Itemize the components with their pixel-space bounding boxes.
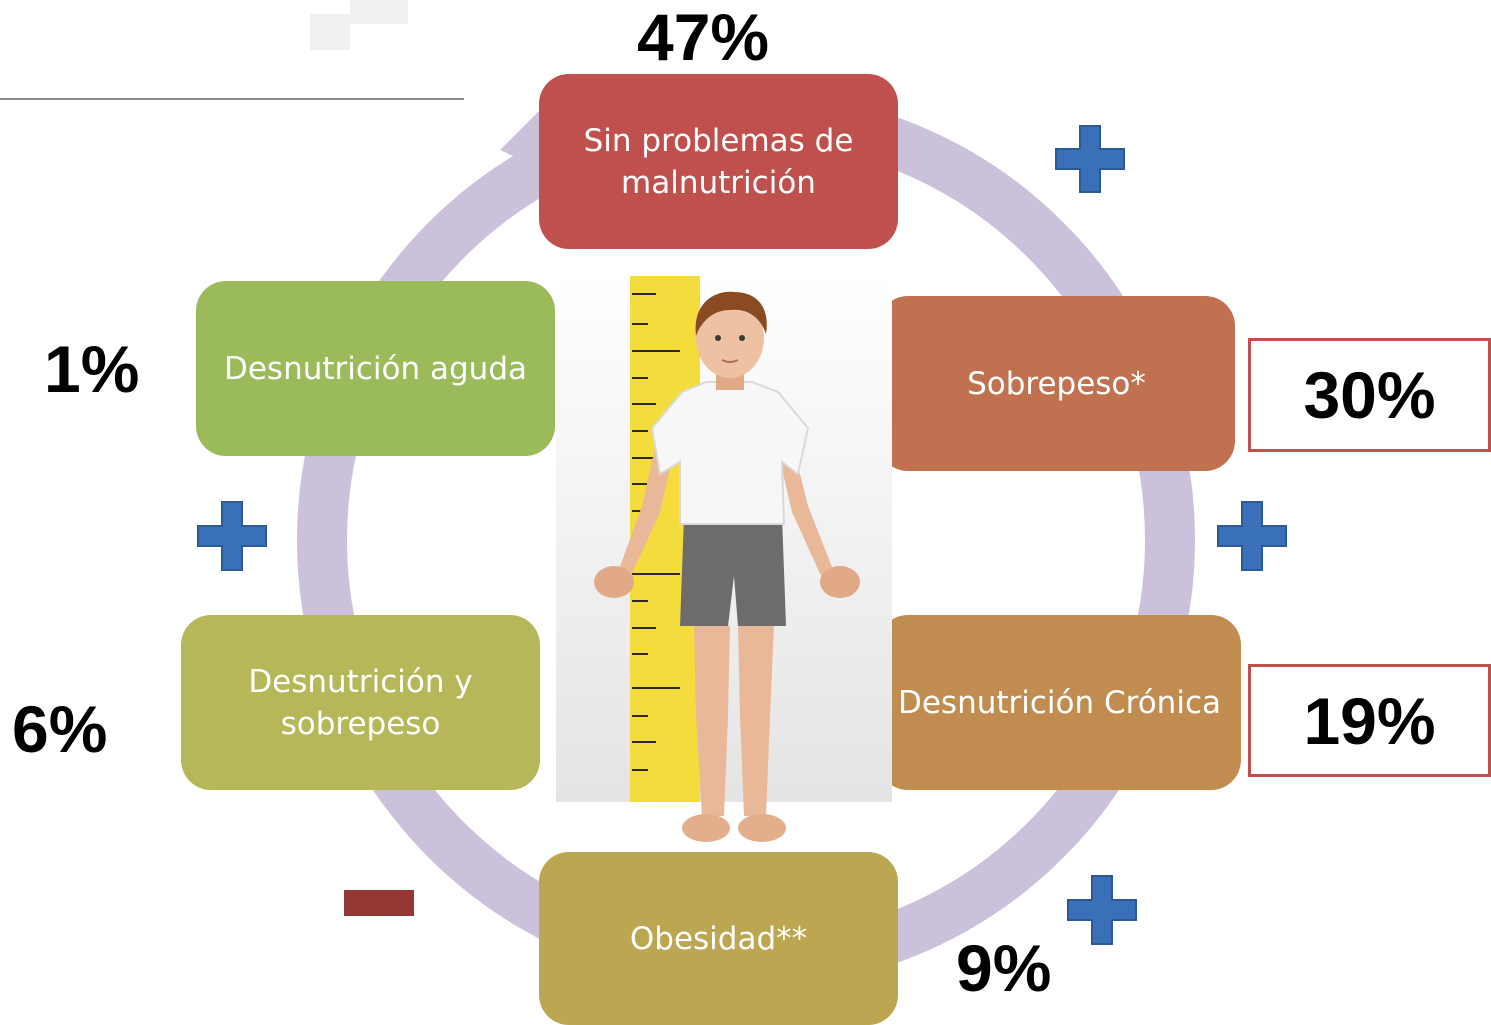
header-divider (0, 98, 464, 100)
child-hair (695, 291, 767, 336)
child-hand-left (594, 566, 634, 598)
child-height-illustration (556, 276, 892, 842)
child-mouth (721, 359, 739, 363)
plus-icon (197, 501, 267, 571)
node-cronica: Desnutrición Crónica (878, 615, 1241, 790)
plus-icon (1067, 875, 1137, 945)
pct-cronica: 19% (1303, 683, 1436, 758)
child-hand-right (820, 566, 860, 598)
node-sin-problemas-line2: malnutrición (621, 164, 816, 201)
child-foot-left (682, 814, 730, 842)
pct-aguda: 1% (44, 332, 140, 406)
node-sobrepeso-label: Sobrepeso* (967, 365, 1146, 402)
child-eye-left (715, 335, 721, 341)
child-head (696, 298, 764, 378)
minus-icon (344, 890, 414, 916)
child-leg-left (694, 626, 730, 816)
node-cronica-label: Desnutrición Crónica (897, 684, 1221, 721)
child-foot-right (738, 814, 786, 842)
node-mixta-line1: Desnutrición y (248, 663, 473, 700)
decorative-square (350, 0, 408, 24)
node-mixta: Desnutrición y sobrepeso (181, 615, 540, 790)
pct-sin-problemas: 47% (637, 0, 770, 74)
node-obesidad-label: Obesidad** (629, 920, 808, 957)
node-sobrepeso: Sobrepeso* (878, 296, 1235, 471)
pct-obesidad: 9% (956, 931, 1052, 1005)
pct-cronica-box: 19% (1248, 664, 1491, 777)
child-shirt (650, 381, 810, 525)
pct-sobrepeso-box: 30% (1248, 338, 1491, 452)
child-eye-right (739, 335, 745, 341)
node-aguda: Desnutrición aguda (196, 281, 555, 456)
child-leg-right (738, 626, 774, 816)
node-aguda-label: Desnutrición aguda (223, 350, 528, 387)
plus-icon (1217, 501, 1287, 571)
pct-sobrepeso: 30% (1303, 358, 1436, 432)
node-mixta-line2: sobrepeso (280, 705, 441, 742)
decorative-square (310, 14, 350, 50)
plus-icon (1055, 125, 1125, 193)
pct-mixta: 6% (12, 692, 108, 766)
node-sin-problemas: Sin problemas de malnutrición (539, 74, 898, 249)
node-obesidad: Obesidad** (539, 852, 898, 1025)
node-sin-problemas-line1: Sin problemas de (583, 122, 854, 159)
child-shorts (680, 516, 786, 626)
